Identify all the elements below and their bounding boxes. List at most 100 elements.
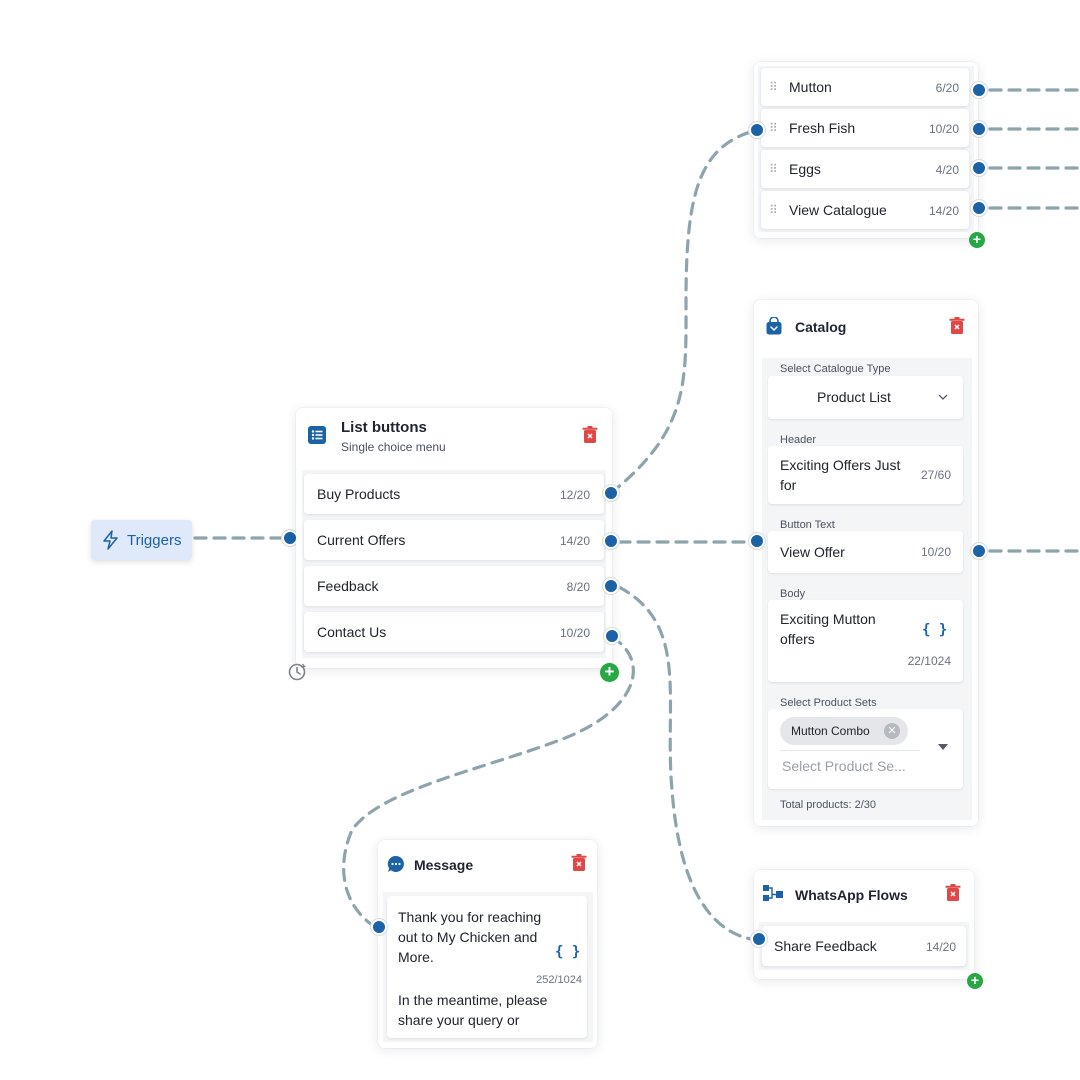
chip-label: Mutton Combo bbox=[791, 724, 870, 738]
body-count: 22/1024 bbox=[907, 654, 951, 668]
button-text-count: 10/20 bbox=[920, 545, 951, 559]
button-text-label: Button Text bbox=[780, 519, 835, 531]
eggs-handle[interactable] bbox=[971, 160, 987, 176]
delete-icon[interactable] bbox=[945, 884, 961, 902]
flow-item-label: Share Feedback bbox=[774, 938, 877, 954]
add-button-icon[interactable]: + bbox=[969, 232, 985, 248]
chevron-down-icon bbox=[938, 394, 948, 400]
catalog-bag-icon bbox=[766, 317, 782, 335]
flow-item-count: 14/20 bbox=[925, 940, 956, 954]
list-item-buy-products[interactable]: Buy Products 12/20 bbox=[304, 474, 604, 514]
product-sets-label: Select Product Sets bbox=[780, 697, 877, 709]
menu-item-eggs[interactable]: ⠿ Eggs 4/20 bbox=[761, 150, 969, 188]
button-text-value: View Offer bbox=[780, 544, 845, 560]
product-sets-select[interactable]: Mutton Combo ✕ Select Product Se... bbox=[768, 709, 963, 789]
delete-icon[interactable] bbox=[571, 854, 587, 872]
drag-handle-icon[interactable]: ⠿ bbox=[769, 121, 778, 135]
list-item-count: 10/20 bbox=[559, 626, 590, 640]
mutton-handle[interactable] bbox=[971, 82, 987, 98]
triggers-node[interactable]: Triggers bbox=[91, 520, 192, 560]
list-item-label: Feedback bbox=[317, 578, 379, 594]
header-value: Exciting Offers Just for bbox=[780, 457, 901, 493]
chip-divider bbox=[780, 750, 920, 751]
message-body: Thank you for reaching out to My Chicken… bbox=[383, 892, 593, 1042]
menu-list-items: ⠿ Mutton 6/20 ⠿ Fresh Fish 10/20 ⠿ Eggs … bbox=[758, 66, 974, 232]
menu-item-view-catalogue[interactable]: ⠿ View Catalogue 14/20 bbox=[761, 191, 969, 229]
triggers-label: Triggers bbox=[127, 532, 182, 549]
list-item-label: Contact Us bbox=[317, 624, 387, 640]
body-input[interactable]: Exciting Mutton offers { } 22/1024 bbox=[768, 600, 963, 682]
list-item-count: 12/20 bbox=[559, 488, 590, 502]
catalog-output-handle[interactable] bbox=[971, 543, 987, 559]
message-input-handle[interactable] bbox=[371, 919, 387, 935]
lightning-icon bbox=[103, 530, 118, 550]
menu-item-count: 10/20 bbox=[928, 122, 959, 136]
catalogue-type-label: Select Catalogue Type bbox=[780, 363, 891, 375]
menu-item-count: 14/20 bbox=[928, 204, 959, 218]
list-icon bbox=[308, 426, 326, 444]
variable-braces-icon[interactable]: { } bbox=[555, 944, 581, 960]
list-item-count: 14/20 bbox=[559, 534, 590, 548]
drag-handle-icon[interactable]: ⠿ bbox=[769, 80, 778, 94]
chip-remove-icon[interactable]: ✕ bbox=[884, 723, 900, 739]
list-buttons-subtitle: Single choice menu bbox=[341, 440, 446, 454]
product-sets-placeholder: Select Product Se... bbox=[782, 758, 906, 774]
menu-item-fresh-fish[interactable]: ⠿ Fresh Fish 10/20 bbox=[761, 109, 969, 147]
menu-item-count: 6/20 bbox=[935, 81, 959, 95]
header-label: Header bbox=[780, 434, 817, 446]
delete-icon[interactable] bbox=[582, 426, 598, 444]
history-icon[interactable] bbox=[287, 662, 307, 682]
variable-braces-icon[interactable]: { } bbox=[922, 622, 948, 638]
body-label: Body bbox=[780, 588, 806, 600]
list-item-label: Buy Products bbox=[317, 486, 401, 502]
chat-bubble-icon bbox=[387, 855, 404, 872]
whatsapp-flows-input-handle[interactable] bbox=[751, 931, 767, 947]
message-count: 252/1024 bbox=[536, 974, 582, 986]
menu-item-label: Eggs bbox=[789, 161, 821, 177]
catalogue-type-value: Product List bbox=[817, 389, 891, 405]
list-item-contact-us[interactable]: Contact Us 10/20 bbox=[304, 612, 604, 652]
catalog-body: Select Catalogue Type Product List Heade… bbox=[762, 358, 972, 820]
current-offers-handle[interactable] bbox=[603, 533, 619, 549]
catalog-node[interactable]: Catalog Select Catalogue Type Product Li… bbox=[754, 300, 978, 826]
catalogue-type-select[interactable]: Product List bbox=[768, 376, 963, 419]
buy-products-handle[interactable] bbox=[603, 485, 619, 501]
list-buttons-node[interactable]: List buttons Single choice menu Buy Prod… bbox=[296, 408, 612, 668]
contact-us-handle[interactable] bbox=[604, 628, 620, 644]
list-item-feedback[interactable]: Feedback 8/20 bbox=[304, 566, 604, 606]
add-button-icon[interactable]: + bbox=[967, 973, 983, 989]
flow-icon bbox=[763, 885, 783, 901]
caret-down-icon bbox=[938, 744, 948, 750]
menu-item-label: Fresh Fish bbox=[789, 120, 856, 136]
list-item-current-offers[interactable]: Current Offers 14/20 bbox=[304, 520, 604, 560]
message-text: Thank you for reaching out to My Chicken… bbox=[398, 909, 542, 965]
whatsapp-flows-node[interactable]: WhatsApp Flows Share Feedback 14/20 bbox=[754, 870, 974, 979]
wire-feedback bbox=[617, 585, 759, 942]
header-input[interactable]: Exciting Offers Just for 27/60 bbox=[768, 446, 963, 504]
add-button-icon[interactable]: + bbox=[600, 663, 619, 682]
message-node[interactable]: Message Thank you for reaching out to My… bbox=[378, 840, 597, 1048]
view-catalogue-handle[interactable] bbox=[971, 200, 987, 216]
menu-list-node[interactable]: ⠿ Mutton 6/20 ⠿ Fresh Fish 10/20 ⠿ Eggs … bbox=[754, 62, 978, 238]
menu-list-input-handle[interactable] bbox=[749, 122, 765, 138]
catalog-input-handle[interactable] bbox=[749, 533, 765, 549]
message-title: Message bbox=[414, 857, 474, 873]
feedback-handle[interactable] bbox=[603, 578, 619, 594]
list-item-count: 8/20 bbox=[566, 580, 590, 594]
flow-item-share-feedback[interactable]: Share Feedback 14/20 bbox=[762, 926, 966, 966]
total-products: Total products: 2/30 bbox=[780, 799, 877, 811]
product-set-chip[interactable]: Mutton Combo ✕ bbox=[780, 717, 908, 745]
message-text-continued: In the meantime, please share your query… bbox=[398, 992, 548, 1028]
delete-icon[interactable] bbox=[949, 317, 965, 335]
drag-handle-icon[interactable]: ⠿ bbox=[769, 203, 778, 217]
body-value: Exciting Mutton offers bbox=[780, 611, 876, 647]
list-buttons-items: Buy Products 12/20 Current Offers 14/20 … bbox=[302, 470, 606, 658]
drag-handle-icon[interactable]: ⠿ bbox=[769, 162, 778, 176]
button-text-input[interactable]: View Offer 10/20 bbox=[768, 531, 963, 573]
message-text-input[interactable]: Thank you for reaching out to My Chicken… bbox=[387, 896, 587, 1038]
menu-item-mutton[interactable]: ⠿ Mutton 6/20 bbox=[761, 68, 969, 106]
menu-item-label: Mutton bbox=[789, 79, 832, 95]
fresh-fish-handle[interactable] bbox=[971, 121, 987, 137]
wire-buy-products bbox=[609, 128, 759, 495]
whatsapp-flows-title: WhatsApp Flows bbox=[795, 887, 908, 903]
